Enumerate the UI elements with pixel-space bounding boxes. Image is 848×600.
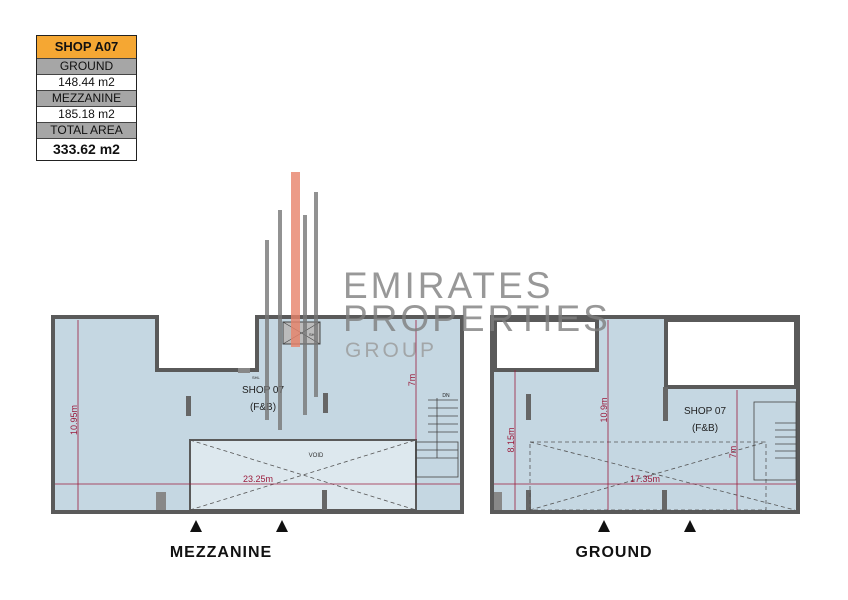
logo-line-1: EMIRATES	[343, 265, 553, 306]
shop-type: (F&B)	[250, 402, 276, 413]
ground-plan: 8.15m 10.9m 7m 17.35m SHOP 07 (F&B)	[490, 315, 800, 532]
dim-height: 10.9m	[599, 397, 609, 422]
adjacent-unit	[664, 318, 798, 389]
entrance-marker	[190, 520, 202, 532]
dim-right: 7m	[728, 446, 738, 459]
entrance-marker	[684, 520, 696, 532]
shaft-label: SH	[309, 332, 315, 337]
stairs-down-label: DN	[442, 393, 450, 399]
dim-left: 8.15m	[506, 427, 516, 452]
adjacent-unit	[493, 318, 599, 372]
ground-area: 148.44 m2	[37, 75, 136, 91]
shop-name: SHOP 07	[684, 406, 726, 417]
total-area: 333.62 m2	[37, 139, 136, 160]
shop-name: SHOP 07	[242, 385, 284, 396]
entrance-marker	[276, 520, 288, 532]
mezzanine-plan: VOID SH SHL DN 10.95m 23.25m 7m SHOP 07 …	[51, 315, 464, 532]
emirates-properties-logo: EMIRATES PROPERTIES GROUP	[265, 172, 611, 430]
staircase	[753, 401, 797, 481]
dim-depth: 7m	[407, 374, 417, 387]
dim-width: 17.35m	[630, 474, 660, 484]
void-label: VOID	[309, 453, 324, 459]
shop-type: (F&B)	[692, 423, 718, 434]
ground-title: GROUND	[575, 544, 653, 561]
ground-label: GROUND	[37, 59, 136, 75]
logo-line-3: GROUP	[345, 339, 437, 362]
entrance-marker	[598, 520, 610, 532]
mezzanine-area: 185.18 m2	[37, 107, 136, 123]
dim-width: 23.25m	[243, 474, 273, 484]
staircase	[415, 398, 459, 478]
area-summary-table: SHOP A07 GROUND 148.44 m2 MEZZANINE 185.…	[36, 35, 137, 161]
total-label: TOTAL AREA	[37, 123, 136, 139]
mezzanine-label: MEZZANINE	[37, 91, 136, 107]
dim-height: 10.95m	[69, 405, 79, 435]
logo-line-2: PROPERTIES	[343, 298, 611, 339]
mezzanine-title: MEZZANINE	[169, 544, 273, 561]
shl-label: SHL	[252, 375, 261, 380]
shop-title: SHOP A07	[37, 36, 136, 59]
void-outline	[529, 441, 767, 511]
